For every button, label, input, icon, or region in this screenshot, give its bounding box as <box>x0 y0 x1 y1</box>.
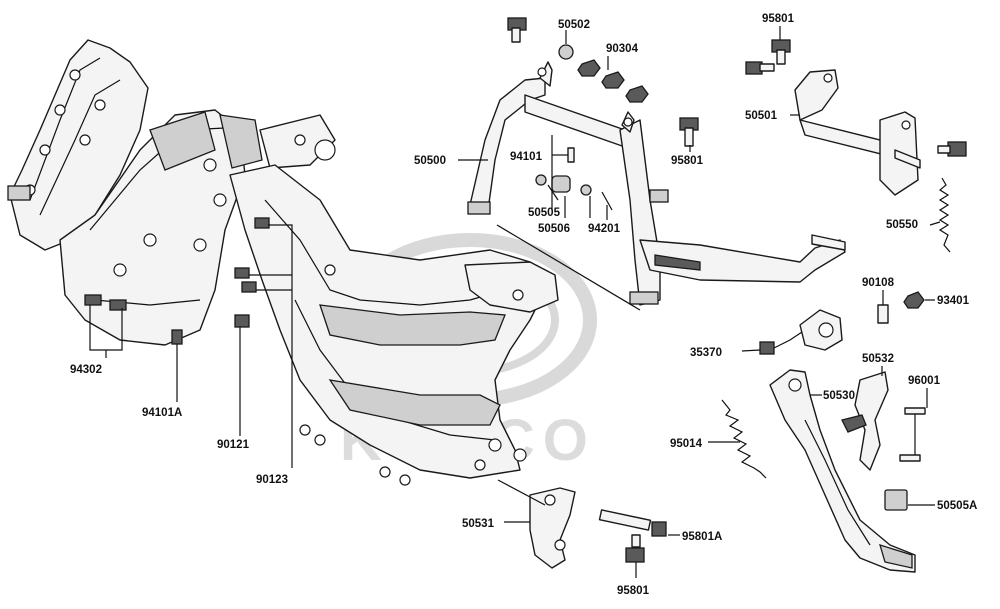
side-stand <box>769 369 916 573</box>
callout-95801-mid: 95801 <box>671 155 704 167</box>
callout-96001: 96001 <box>908 375 941 387</box>
callout-50505a: 50505A <box>937 500 977 512</box>
callout-94101: 94101 <box>510 151 543 163</box>
washer-50502 <box>558 44 574 60</box>
callout-50505: 50505 <box>528 207 561 219</box>
main-stand <box>467 61 846 306</box>
callout-50500: 50500 <box>414 155 446 167</box>
bolt-96001 <box>904 407 926 415</box>
callout-95801a: 95801A <box>682 531 722 543</box>
leader-lines <box>89 26 941 578</box>
bolt-90108 <box>877 304 889 324</box>
cotter-pin-94201 <box>601 191 613 211</box>
callout-90304: 90304 <box>606 43 639 55</box>
callout-94101a: 94101A <box>142 407 182 419</box>
collar-50506 <box>551 175 571 193</box>
callout-94201: 94201 <box>588 223 621 235</box>
callout-labels: 50502 90304 95801 50501 50500 94101 9580… <box>70 13 977 597</box>
callout-95801-bot: 95801 <box>617 585 650 597</box>
stand-hardware <box>507 17 699 211</box>
nut-90304 <box>577 59 601 77</box>
rubber-50505a <box>884 489 908 511</box>
callout-93401: 93401 <box>937 295 970 307</box>
callout-50531: 50531 <box>462 518 495 530</box>
bolt-94101a <box>171 329 183 345</box>
callout-95014: 95014 <box>670 438 703 450</box>
callout-90108: 90108 <box>862 277 895 289</box>
callout-50506: 50506 <box>538 223 570 235</box>
bolt-95801a <box>598 509 652 531</box>
callout-50501: 50501 <box>745 110 778 122</box>
callout-35370: 35370 <box>690 347 722 359</box>
bolt-90121 <box>234 314 250 328</box>
sidestand-switch-35370 <box>759 309 843 355</box>
callout-50532: 50532 <box>862 353 894 365</box>
nut-93401 <box>903 291 925 309</box>
callout-90121: 90121 <box>217 439 250 451</box>
spring-95014 <box>721 399 767 479</box>
callout-50550: 50550 <box>886 219 918 231</box>
callout-95801-top: 95801 <box>762 13 795 25</box>
bolts-90123 <box>234 217 270 293</box>
bolt-94302 <box>84 294 127 311</box>
bracket-50531 <box>529 487 667 569</box>
callout-90123: 90123 <box>256 474 288 486</box>
stand-bracket <box>745 39 967 196</box>
callout-50502: 50502 <box>558 19 590 31</box>
washer-50505 <box>535 174 547 186</box>
callout-50530: 50530 <box>823 390 855 402</box>
spring-50550 <box>938 177 951 253</box>
side-stand-plate <box>841 371 926 471</box>
callout-94302: 94302 <box>70 364 102 376</box>
pin-94101 <box>567 147 575 163</box>
main-frame <box>7 39 559 486</box>
